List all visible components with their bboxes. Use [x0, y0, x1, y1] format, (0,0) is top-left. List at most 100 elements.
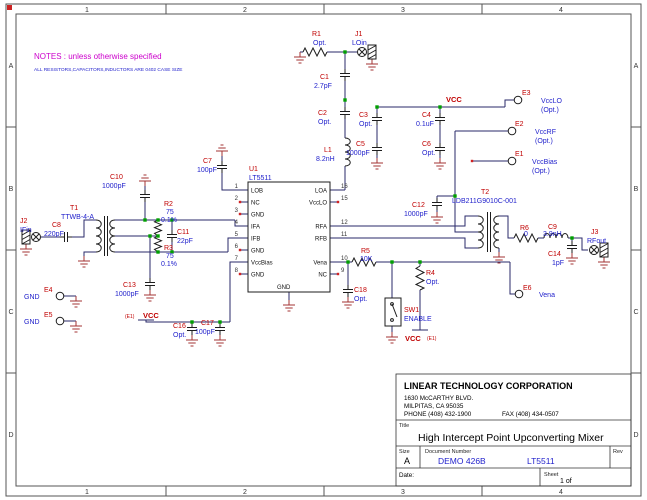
schematic-title: High Intercept Point Upconverting Mixer — [418, 432, 604, 444]
u1-pin-num: 16 — [341, 184, 348, 190]
r1-symbol — [302, 47, 328, 57]
gnd-c12 — [430, 211, 444, 224]
e2-note: (Opt.) — [535, 138, 553, 145]
sw1-lever — [391, 303, 398, 318]
wires-enable — [288, 261, 515, 332]
r4-symbol — [415, 265, 425, 291]
gnd-sw1 — [385, 331, 399, 344]
c16-ref: C16 — [173, 323, 186, 330]
zone-num: 1 — [85, 7, 89, 14]
title-block-dividers — [396, 419, 631, 486]
r3-tol: 0.1% — [161, 261, 177, 268]
gnd-c6 — [433, 157, 447, 170]
e2-terminal — [507, 126, 517, 136]
junction — [346, 260, 350, 264]
notes-line1: NOTES : unless otherwise specified — [34, 52, 162, 61]
c1-symbol — [339, 68, 351, 82]
r3-ref: R3 — [164, 245, 173, 252]
c17-ref: C17 — [201, 320, 214, 327]
c4-val: 0.1uF — [416, 121, 434, 128]
u1-pin-name: RFA — [315, 225, 327, 231]
zone-num: 4 — [559, 489, 563, 496]
j2-ref: J2 — [20, 218, 28, 225]
sw1-val: ENABLE — [404, 316, 432, 323]
c6-val: Opt. — [422, 150, 435, 157]
pin-dot — [238, 200, 242, 204]
e2-val: VccRF — [535, 129, 556, 136]
c5-ref: C5 — [356, 141, 365, 148]
r5-ref: R5 — [361, 248, 370, 255]
u1-pin-name: NC — [318, 273, 327, 279]
pin-dot — [238, 248, 242, 252]
company-fax: FAX (408) 434-0507 — [502, 411, 559, 418]
gnd-c10 — [138, 174, 152, 187]
c10-symbol — [139, 189, 151, 203]
j3-val: RFout — [587, 238, 606, 245]
c16-val: Opt. — [173, 332, 186, 339]
company-phone: PHONE (408) 432-1900 — [404, 411, 472, 418]
r2-ref: R2 — [164, 201, 173, 208]
c6-symbol — [434, 142, 446, 156]
pin-dot — [238, 272, 242, 276]
origin-marker — [7, 5, 12, 10]
t1-val: TTWB-4-A — [61, 214, 94, 221]
j3-jack — [589, 245, 599, 255]
gnd-c17 — [213, 334, 227, 347]
company-address2: MILPITAS, CA 95035 — [404, 403, 464, 410]
zone-num: 2 — [243, 489, 247, 496]
t2-val: LDB211G9010C-001 — [452, 198, 517, 205]
u1-pin-name: Vena — [313, 261, 327, 267]
u1-pin-num: 1 — [235, 184, 239, 190]
junction — [390, 260, 394, 264]
zone-letter: A — [634, 63, 639, 70]
zone-num: 2 — [243, 7, 247, 14]
c3-symbol — [371, 112, 383, 126]
gnd-c18 — [341, 296, 355, 309]
zone-letter: D — [8, 432, 13, 439]
u1-pin-name: GND — [251, 273, 265, 279]
c2-val: Opt. — [318, 119, 331, 126]
r3-val: 75 — [166, 253, 174, 260]
junction — [218, 320, 222, 324]
u1-pin-num: 4 — [235, 220, 239, 226]
e6-ref: E6 — [523, 285, 532, 292]
doc-part-value: LT5511 — [527, 456, 555, 466]
c4-symbol — [434, 112, 446, 126]
r4-val: Opt. — [426, 279, 439, 286]
t1-ref: T1 — [70, 205, 78, 212]
e4-ref: E4 — [44, 287, 53, 294]
notes: NOTES : unless otherwise specified ALL R… — [34, 52, 182, 73]
gnd-c5 — [370, 157, 384, 170]
title-block: LINEAR TECHNOLOGY CORPORATION 1630 McCAR… — [395, 373, 632, 487]
c12-val: 1000pF — [404, 211, 428, 218]
c3-ref: C3 — [359, 112, 368, 119]
r2-val: 75 — [166, 209, 174, 216]
u1-pin-num: 11 — [341, 232, 348, 238]
pin-dot — [470, 159, 474, 163]
c14-ref: C14 — [548, 251, 561, 258]
c7-symbol — [216, 160, 228, 174]
u1-pin-name: IFB — [251, 237, 260, 243]
gnd-c16 — [185, 334, 199, 347]
junction — [375, 105, 379, 109]
pin-dot — [336, 200, 340, 204]
sw1-enable-switch — [384, 297, 402, 327]
e6-terminal — [514, 289, 524, 299]
zone-letter: B — [634, 186, 639, 193]
u1-pin-name: VccLO — [309, 201, 327, 207]
r6-val: 0 — [524, 231, 528, 238]
l1-val: 8.2nH — [316, 156, 335, 163]
c14-val: 1pF — [552, 260, 564, 267]
e2-ref: E2 — [515, 121, 524, 128]
vcc-e1-label: VCC — [143, 311, 159, 320]
e3-note: (Opt.) — [541, 107, 559, 114]
r1-ref: R1 — [312, 31, 321, 38]
r3-symbol — [154, 235, 162, 253]
e5-ref: E5 — [44, 312, 53, 319]
t2-ref: T2 — [481, 189, 489, 196]
junction — [156, 234, 160, 238]
c10-ref: C10 — [110, 174, 123, 181]
u1-pin-num: 6 — [235, 244, 239, 250]
u1-part: LT5511 — [249, 175, 272, 182]
c13-val: 1000pF — [115, 291, 139, 298]
